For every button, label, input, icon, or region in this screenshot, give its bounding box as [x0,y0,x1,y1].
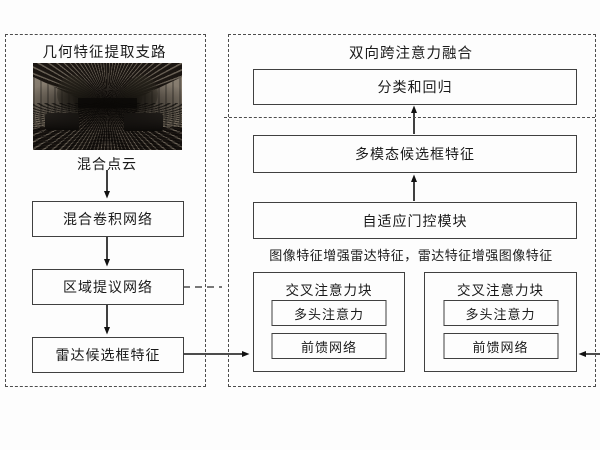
node-feedforward-network: 前馈网络 [271,333,387,359]
scene-vignette [33,63,182,150]
fusion-section-divider [224,117,595,118]
node-region-proposal-network: 区域提议网络 [32,269,184,305]
cross-attention-block-left: 交叉注意力块 多头注意力 前馈网络 [253,272,405,372]
enhancement-caption: 图像特征增强雷达特征，雷达特征增强图像特征 [269,248,553,263]
node-multihead-attention: 多头注意力 [271,300,387,326]
fusion-branch-container [228,34,596,387]
geometric-branch-container [5,34,206,387]
cross-attention-block-title: 交叉注意力块 [457,283,544,298]
cross-attention-block-right: 交叉注意力块 多头注意力 前馈网络 [424,272,577,372]
node-adaptive-gating-module: 自适应门控模块 [253,202,577,239]
cross-attention-block-title: 交叉注意力块 [285,283,373,298]
node-feedforward-network: 前馈网络 [443,333,558,359]
point-cloud-caption: 混合点云 [77,158,137,173]
fusion-branch-title: 双向跨注意力融合 [349,46,473,62]
point-cloud-scene-image [33,63,182,150]
node-multihead-attention: 多头注意力 [443,300,558,326]
node-multimodal-proposal-features: 多模态候选框特征 [253,135,577,173]
node-radar-proposal-features: 雷达候选框特征 [32,337,184,373]
geometric-branch-title: 几何特征提取支路 [42,45,167,61]
node-hybrid-conv-network: 混合卷积网络 [32,201,184,237]
node-classification-regression: 分类和回归 [253,69,577,105]
